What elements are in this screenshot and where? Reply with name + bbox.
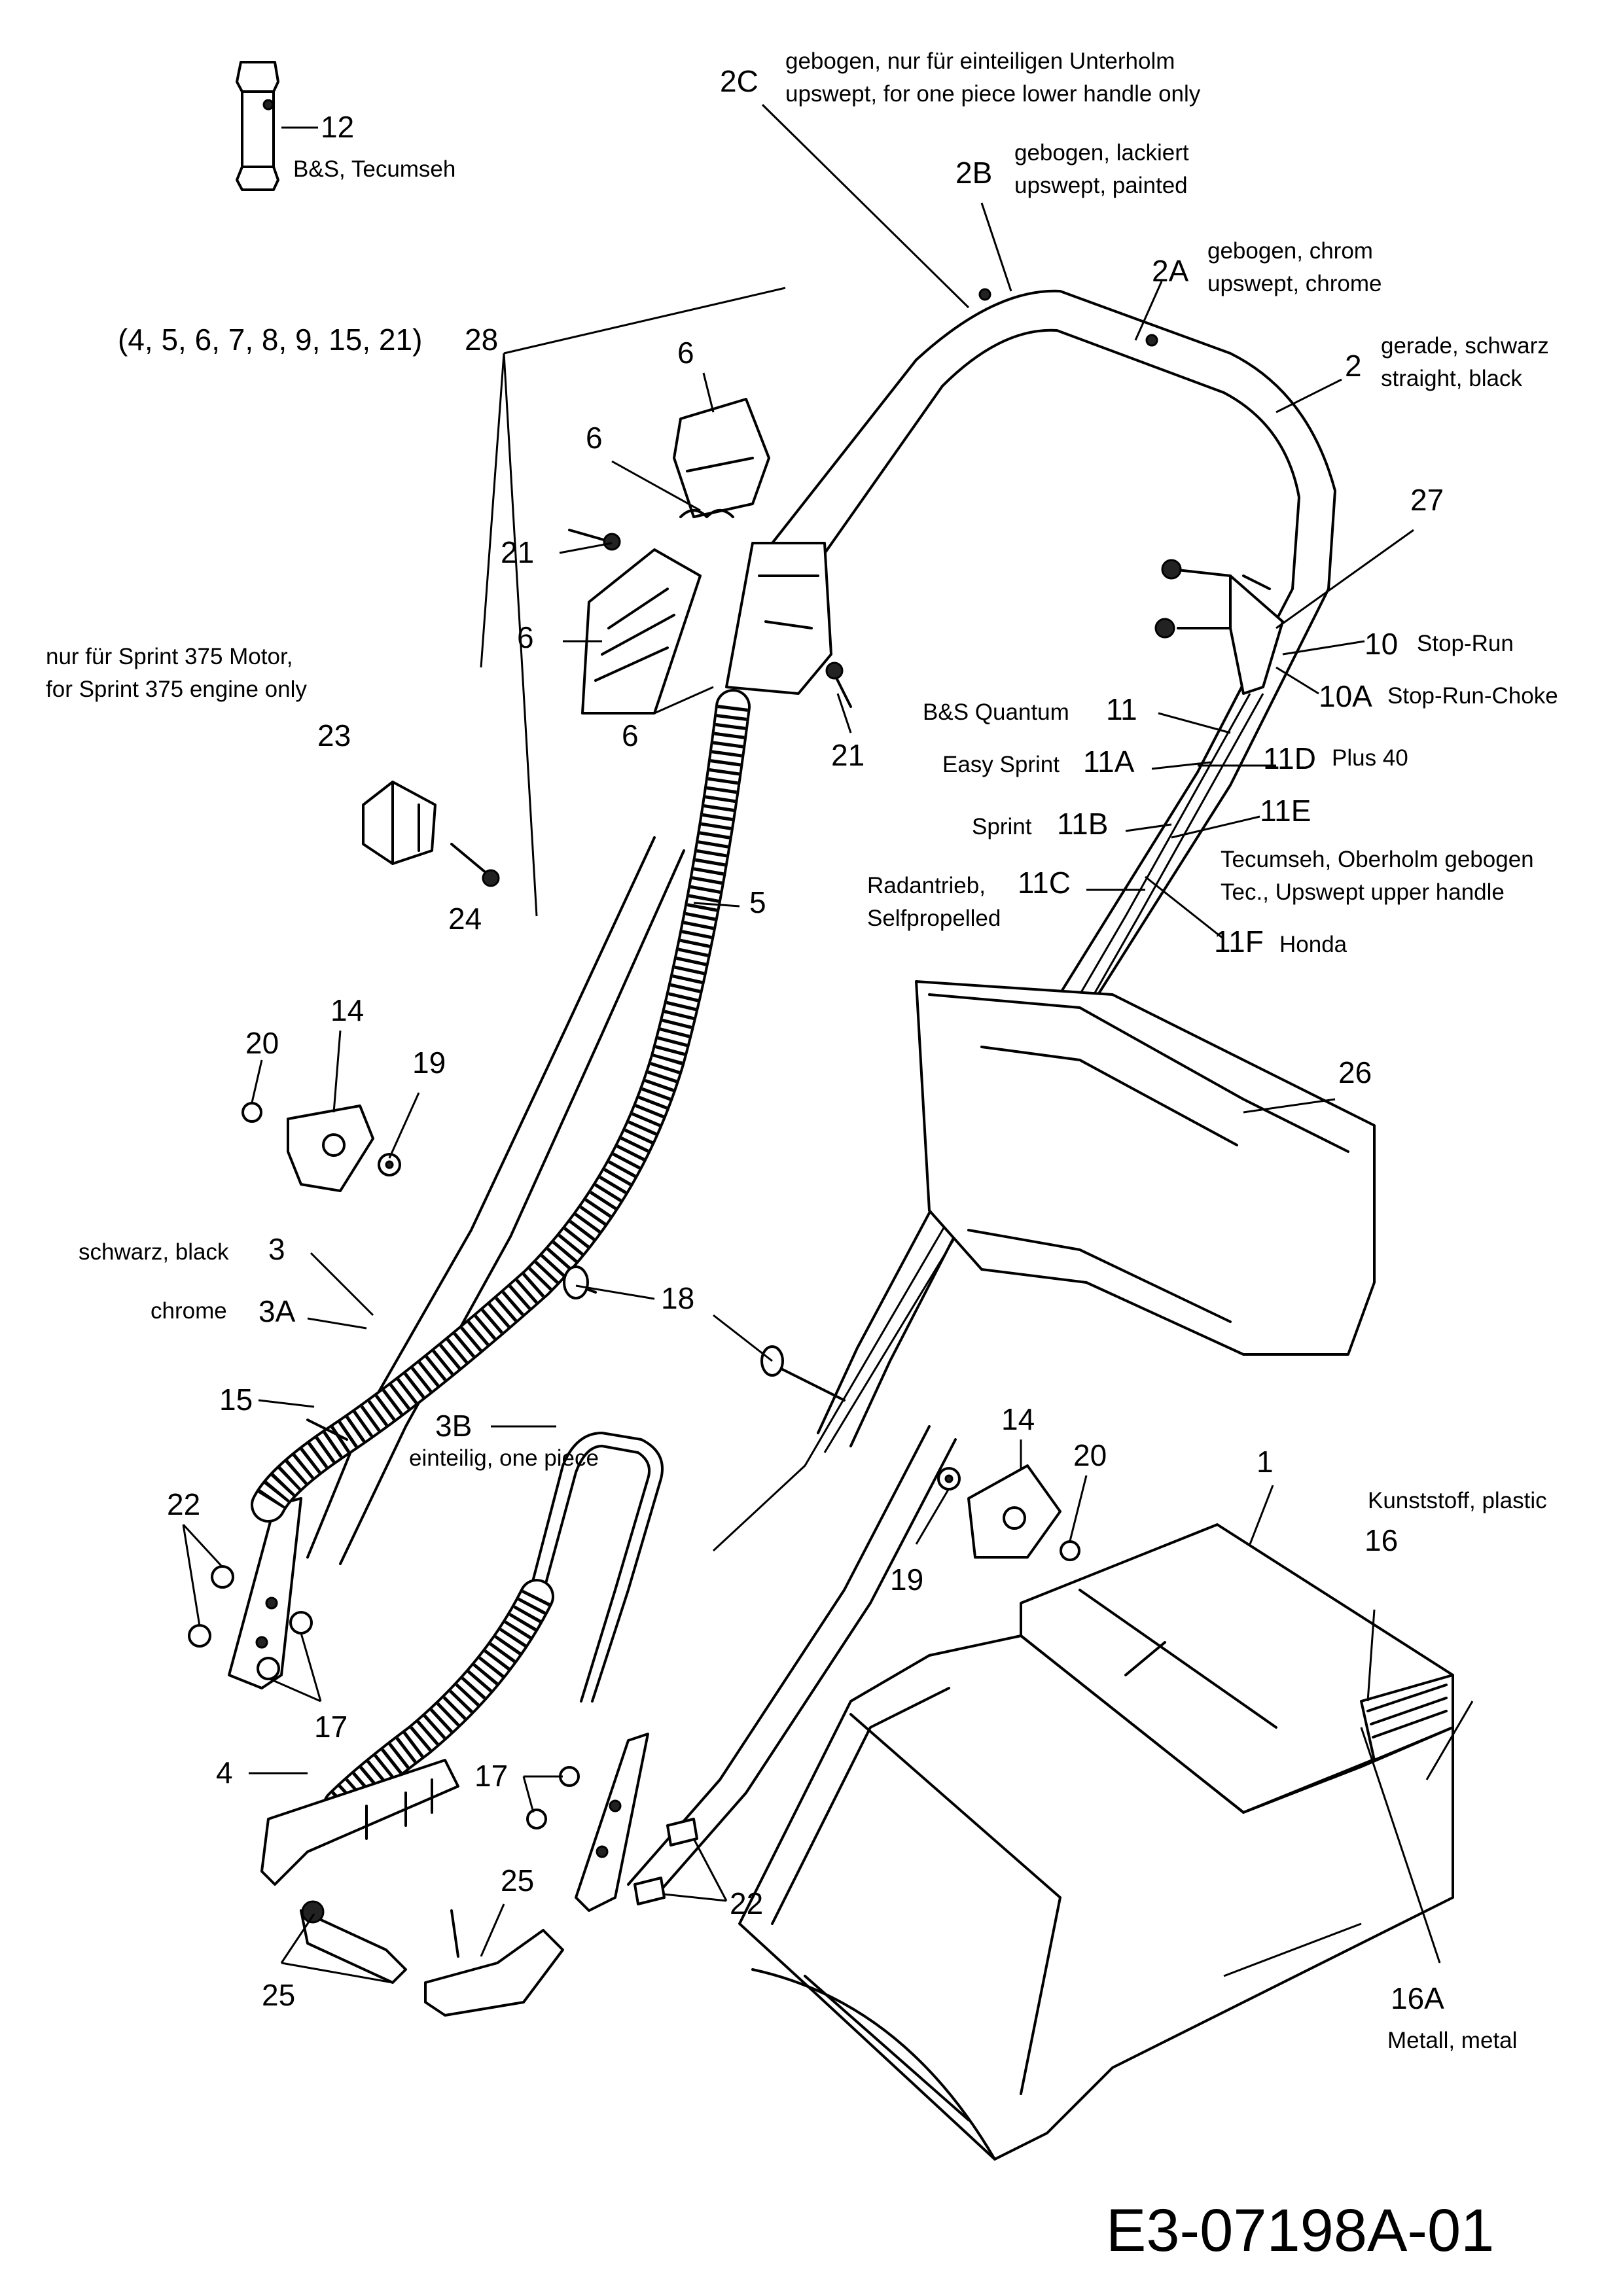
callout-11C-note-de: Radantrieb, [867,873,986,898]
callout-11-note: B&S Quantum [923,699,1069,725]
callout-2A-note-de: gebogen, chrom [1207,238,1373,264]
callout-16-note: Kunststoff, plastic [1368,1488,1547,1513]
sprint-note-de: nur für Sprint 375 Motor, [46,644,293,669]
callout-11B-note: Sprint [972,814,1032,839]
callout-3: 3 [268,1232,285,1266]
part-15-hose-clip [306,1419,348,1441]
part-24-screw [450,843,500,887]
callout-6-left: 6 [517,620,534,654]
part-3-lower-handle [228,836,685,1689]
part-3B-one-piece-handle [519,1432,664,1703]
callout-25-left: 25 [262,1978,295,2012]
part-25-adjuster [300,1900,564,2017]
callout-23: 23 [317,718,351,752]
callout-12: 12 [321,110,354,144]
callout-6-spring: 6 [586,421,603,455]
callout-11A: 11A [1083,745,1135,779]
part-27-control-lever [1154,559,1284,695]
callout-21-left: 21 [501,535,534,569]
callout-11A-note: Easy Sprint [942,752,1060,777]
part-4-cable-guide [260,1579,554,1886]
callout-2C-note-de: gebogen, nur für einteiligen Unterholm [785,48,1175,74]
callout-3A: 3A [259,1294,296,1328]
callout-11D-note: Plus 40 [1332,745,1408,771]
callout-2: 2 [1345,349,1362,383]
callout-16: 16 [1364,1523,1398,1557]
callout-11: 11 [1106,692,1137,726]
callout-2B-note-de: gebogen, lackiert [1014,140,1189,166]
callout-10A-note: Stop-Run-Choke [1387,683,1558,709]
callout-22-right: 22 [730,1886,763,1920]
callout-10-note: Stop-Run [1417,631,1514,656]
part-18-cable-clip [563,1265,846,1402]
part-2-upper-handle [771,288,1336,1447]
callout-11E-note-en: Tec., Upswept upper handle [1221,879,1505,905]
callout-14-left: 14 [330,993,364,1027]
callout-19-right: 19 [890,1563,923,1597]
part-5-cable-hose [251,689,751,1523]
callout-2-note-de: gerade, schwarz [1381,333,1549,359]
callout-18: 18 [661,1281,694,1315]
callout-10: 10 [1364,627,1398,661]
part-26-grass-bag [915,980,1376,1356]
callout-24: 24 [448,902,482,936]
callout-26: 26 [1338,1055,1372,1089]
callout-labels: 12 B&S, Tecumseh 2C gebogen, nur für ein… [46,48,1558,2264]
part-6-control-unit [581,398,832,715]
callout-2A-note-en: upswept, chrome [1207,271,1382,296]
callout-25-right: 25 [501,1863,534,1898]
callout-5: 5 [749,885,766,919]
callout-15: 15 [219,1383,253,1417]
callout-14-right: 14 [1001,1402,1035,1436]
callout-3A-note: chrome [151,1298,227,1324]
callout-11C: 11C [1018,866,1071,900]
callout-11F: 11F [1214,925,1264,959]
part-3-lower-handle-right [575,1425,957,1912]
callout-16A-note: Metall, metal [1387,2028,1517,2053]
callout-2A: 2A [1152,254,1189,288]
callout-10A: 10A [1319,679,1372,713]
callout-17-right: 17 [474,1759,508,1793]
callout-12-note: B&S, Tecumseh [293,156,455,182]
callout-21-right: 21 [831,738,865,772]
callout-6-bottom: 6 [622,718,639,752]
callout-16A: 16A [1391,1981,1444,2015]
callout-28: 28 [465,323,498,357]
callout-20-left: 20 [245,1026,279,1060]
callout-4: 4 [216,1756,233,1790]
callout-2C-note-en: upswept, for one piece lower handle only [785,81,1201,107]
callout-19-left: 19 [412,1046,446,1080]
callout-2-note-en: straight, black [1381,366,1522,391]
part-23-switch [362,781,437,865]
callout-11E: 11E [1260,794,1311,828]
callout-2B: 2B [955,156,992,190]
callout-group: (4, 5, 6, 7, 8, 9, 15, 21) [118,323,422,357]
callout-2B-note-en: upswept, painted [1014,173,1188,198]
part-21-screw [568,529,852,708]
callout-22-left: 22 [167,1487,200,1521]
callout-11C-note-en: Selfpropelled [867,906,1001,931]
callout-11F-note: Honda [1279,932,1347,957]
callout-17-left: 17 [314,1710,348,1744]
part-19-20-washers-nuts [241,1102,1080,1561]
part-12-spark-plug-wrench [236,61,279,191]
part-1-16-grass-catcher [738,1523,1454,2161]
callout-3-note: schwarz, black [79,1239,229,1265]
part-14-handle-knob [287,1104,1061,1559]
drawing-code: E3-07198A-01 [1106,2197,1494,2264]
callout-6-top: 6 [677,336,694,370]
callout-1: 1 [1257,1445,1274,1479]
callout-11B: 11B [1057,807,1108,841]
callout-20-right: 20 [1073,1438,1107,1472]
leader-lines [182,103,1474,1984]
callout-27: 27 [1410,483,1444,517]
callout-2C: 2C [720,64,758,98]
callout-3B-note: einteilig, one piece [409,1445,599,1471]
callout-3B: 3B [435,1409,472,1443]
sprint-note-en: for Sprint 375 engine only [46,677,307,702]
callout-11E-note-de: Tecumseh, Oberholm gebogen [1221,847,1534,872]
callout-11D: 11D [1263,741,1316,775]
